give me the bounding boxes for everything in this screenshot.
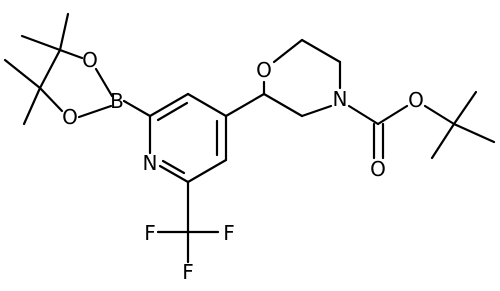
bond-b-o-lower bbox=[77, 104, 113, 119]
bond-ring-5 bbox=[158, 164, 190, 184]
bond-methyl-2 bbox=[20, 34, 62, 52]
bond-b-o-upper bbox=[94, 67, 114, 98]
bond-tbu-methyl-right bbox=[452, 122, 496, 144]
bond-methyl-1 bbox=[58, 12, 70, 52]
atom-labels: B O O N F F F O N O O bbox=[62, 48, 424, 284]
atom-pyridine-nitrogen: N bbox=[143, 151, 158, 175]
bond-morph-n-c3 bbox=[300, 104, 333, 118]
bond-tbu-methyl-top bbox=[452, 90, 478, 126]
atom-boronate-oxygen-upper: O bbox=[82, 48, 98, 72]
bond-ring-4 bbox=[186, 158, 228, 184]
bond-b-pyridine bbox=[122, 99, 152, 118]
bond-ester-o-tbu bbox=[423, 104, 456, 126]
bond-lines bbox=[3, 12, 496, 264]
atom-fluorine-bottom: F bbox=[182, 260, 194, 284]
atom-boron: B bbox=[110, 89, 124, 113]
bond-ring-1 bbox=[148, 92, 190, 118]
atom-ester-oxygen: O bbox=[408, 88, 424, 112]
bond-methyl-3 bbox=[3, 58, 42, 90]
bond-morph-o-c6 bbox=[272, 38, 304, 64]
bond-ring-1-inner bbox=[156, 101, 189, 122]
bond-morph-c3-c2 bbox=[262, 92, 304, 118]
bond-pyridine-morpholine bbox=[224, 92, 266, 118]
bond-n-carbonyl bbox=[347, 104, 380, 126]
atom-fluorine-left: F bbox=[144, 221, 156, 245]
atom-fluorine-right: F bbox=[223, 221, 235, 245]
bond-o-lower-c bbox=[38, 86, 64, 113]
bond-tbu-methyl-bottom bbox=[430, 122, 456, 160]
bond-c-c-pinacol bbox=[38, 48, 62, 90]
atom-boronate-oxygen-lower: O bbox=[62, 105, 78, 129]
atom-morpholine-nitrogen: N bbox=[333, 87, 348, 111]
atom-carbonyl-oxygen: O bbox=[370, 157, 386, 181]
bond-o-upper-c bbox=[58, 48, 84, 60]
bond-ring-2 bbox=[186, 92, 228, 118]
bond-carbonyl-ester-o bbox=[376, 104, 409, 126]
bond-methyl-4 bbox=[22, 86, 42, 126]
bond-morph-c6-c5 bbox=[300, 38, 342, 64]
bond-ring-5-inner bbox=[161, 159, 186, 175]
atom-morpholine-oxygen: O bbox=[256, 58, 272, 82]
